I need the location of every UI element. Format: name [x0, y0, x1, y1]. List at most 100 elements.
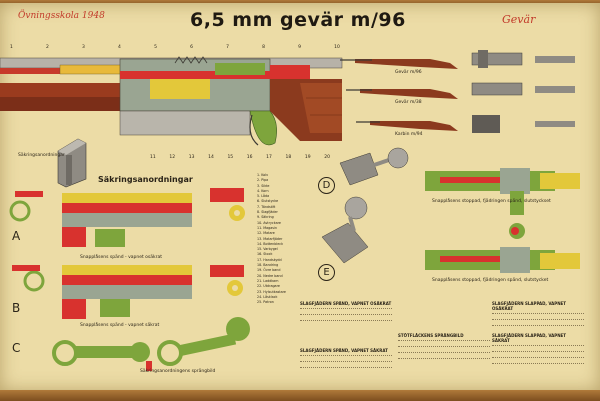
text-section-body	[492, 345, 584, 349]
safety-figure-b	[12, 265, 244, 319]
section-letter-b: B	[12, 301, 21, 315]
legend-item: 2. Pipa	[257, 178, 269, 183]
text-section-b: SLAGFJÄDERN SPÄND, VAPNET SÄKRAT	[300, 348, 392, 371]
legend-item: 18. Bandring	[257, 263, 279, 268]
caption-c: Säkringsanordningens sprängbild	[140, 369, 216, 374]
firing-pin-figure-d	[425, 168, 580, 239]
poster-illustrations	[0, 50, 580, 371]
text-section-body	[398, 346, 490, 350]
bottom-rod	[0, 390, 600, 401]
text-section-body	[300, 361, 392, 365]
text-section-body	[300, 308, 392, 312]
part-number: 17	[266, 155, 272, 160]
legend-item: 1. Kolv	[257, 173, 269, 177]
part-number: 6	[190, 45, 193, 50]
text-section-e: SLAGFJÄDERN SLAPPAD, VAPNET SÄKRAT	[492, 333, 584, 367]
rifle-cross-section	[0, 56, 343, 146]
rifle-label-2: Gevär m/38	[395, 100, 422, 105]
safety-figure-a	[9, 188, 245, 247]
text-section-body	[492, 325, 584, 329]
text-section-body	[492, 357, 584, 361]
part-number: 19	[304, 155, 311, 160]
legend-item: 3. Sikte	[257, 183, 270, 188]
bolt-parts	[471, 50, 575, 133]
caption-a: Snapplåsens spänd - vapnet osäkrat	[80, 255, 163, 260]
legend-item: 8. Slagfjäder	[257, 210, 278, 215]
text-section-body	[300, 320, 392, 324]
text-section-a: SLAGFJÄDERN SPÄND, VAPNET OSÄKRAT	[300, 301, 392, 324]
part-number: 13	[188, 155, 195, 160]
part-number: 3	[82, 45, 85, 50]
text-section-title: STÖTFLÄCKENS SPRÄNGBILD	[398, 333, 464, 338]
part-number: 15	[227, 155, 234, 160]
legend-item: 6. Slutstycke	[257, 199, 279, 204]
legend-item: 24. Låsklack	[257, 294, 278, 299]
part-number: 18	[285, 155, 292, 160]
part-number: 10	[334, 45, 340, 50]
poster: 6,5 mm gevär m/96 Övningsskola 1948 Gevä…	[0, 3, 600, 391]
poster-title: 6,5 mm gevär m/96	[190, 9, 406, 31]
part-number: 7	[226, 45, 229, 50]
text-section-c: STÖTFLÄCKENS SPRÄNGBILD	[398, 333, 490, 362]
firing-pin-figure-e	[425, 227, 580, 273]
legend-item: 4. Korn	[257, 188, 269, 193]
rifle-label-1: Gevär m/96	[395, 70, 422, 75]
part-number: 5	[154, 45, 157, 50]
part-number: 16	[246, 155, 253, 160]
safety-heading: Säkringsanordningar	[98, 175, 193, 184]
legend-item: 23. Hylsutkastare	[257, 289, 286, 294]
legend-item: 17. Handskydd	[257, 257, 282, 262]
safety-figure-c	[52, 317, 250, 371]
legend-item: 14. Bottenbleck	[257, 241, 284, 246]
legend-item: 7. Tändstift	[257, 204, 276, 209]
handwritten-note-left: Övningsskola 1948	[18, 11, 105, 21]
section-letter-e: E	[318, 264, 335, 281]
legend-item: 15. Varbygel	[257, 247, 278, 252]
part-number-row: 1 2 3 4 5 6 7 8 9 10	[10, 45, 340, 50]
text-section-body	[492, 313, 584, 317]
legend-item: 22. Utdragare	[257, 284, 280, 289]
text-section-body	[492, 319, 584, 323]
legend-item: 13. Matarfjäder	[257, 236, 283, 241]
legend-item: 19. Övre band	[257, 268, 281, 273]
part-number: 8	[262, 45, 265, 50]
part-number: 20	[324, 155, 330, 160]
part-number: 4	[118, 45, 121, 50]
legend-item: 25. Patron	[257, 300, 274, 305]
legend-item: 20. Nedre band	[257, 273, 283, 278]
text-section-title: SLAGFJÄDERN SPÄND, VAPNET SÄKRAT	[300, 348, 388, 353]
text-section-body	[492, 351, 584, 355]
text-section-title: SLAGFJÄDERN SPÄND, VAPNET OSÄKRAT	[300, 301, 392, 306]
part-number-row-bottom: 11 12 13 14 15 16 17 18 19 20	[150, 155, 330, 160]
caption-b: Snapplåsens spänd - vapnet säkrat	[80, 323, 160, 328]
part-number: 9	[298, 45, 301, 50]
part-number: 14	[208, 155, 214, 160]
bolt-knob-e	[321, 216, 369, 264]
legend-item: 10. Avtryckare	[257, 220, 281, 225]
legend-item: 12. Matare	[257, 231, 275, 236]
handwritten-note-right: Gevär	[502, 13, 536, 26]
rifle-silhouettes	[340, 59, 458, 131]
part-number: 2	[46, 45, 49, 50]
text-section-title: SLAGFJÄDERN SLAPPAD, VAPNET SÄKRAT	[492, 333, 567, 343]
legend-item: 9. Säkring	[257, 215, 274, 220]
section-letter-d: D	[318, 177, 335, 194]
text-section-body	[398, 358, 490, 362]
legend-item: 5. Låda	[257, 194, 270, 199]
part-number: 12	[169, 155, 176, 160]
magazine-detail	[57, 138, 87, 188]
text-section-body	[300, 355, 392, 359]
legend-item: 16. Stock	[257, 252, 273, 257]
caption-d: Snapplåsens stoppad, fjädringen spänd, s…	[432, 199, 551, 204]
text-section-body	[492, 363, 584, 367]
rifle-label-3: Karbin m/94	[395, 132, 423, 137]
legend-item: 11. Magasin	[257, 225, 277, 230]
part-number: 11	[150, 155, 156, 160]
text-section-body	[300, 314, 392, 318]
text-section-body	[398, 352, 490, 356]
legend-item: 21. Laddkam	[257, 278, 279, 283]
text-section-title: SLAGFJÄDERN SLAPPAD, VAPNET OSÄKRAT	[492, 301, 567, 311]
section-letter-a: A	[12, 229, 21, 243]
part-number: 1	[10, 45, 13, 50]
text-section-body	[398, 340, 490, 344]
